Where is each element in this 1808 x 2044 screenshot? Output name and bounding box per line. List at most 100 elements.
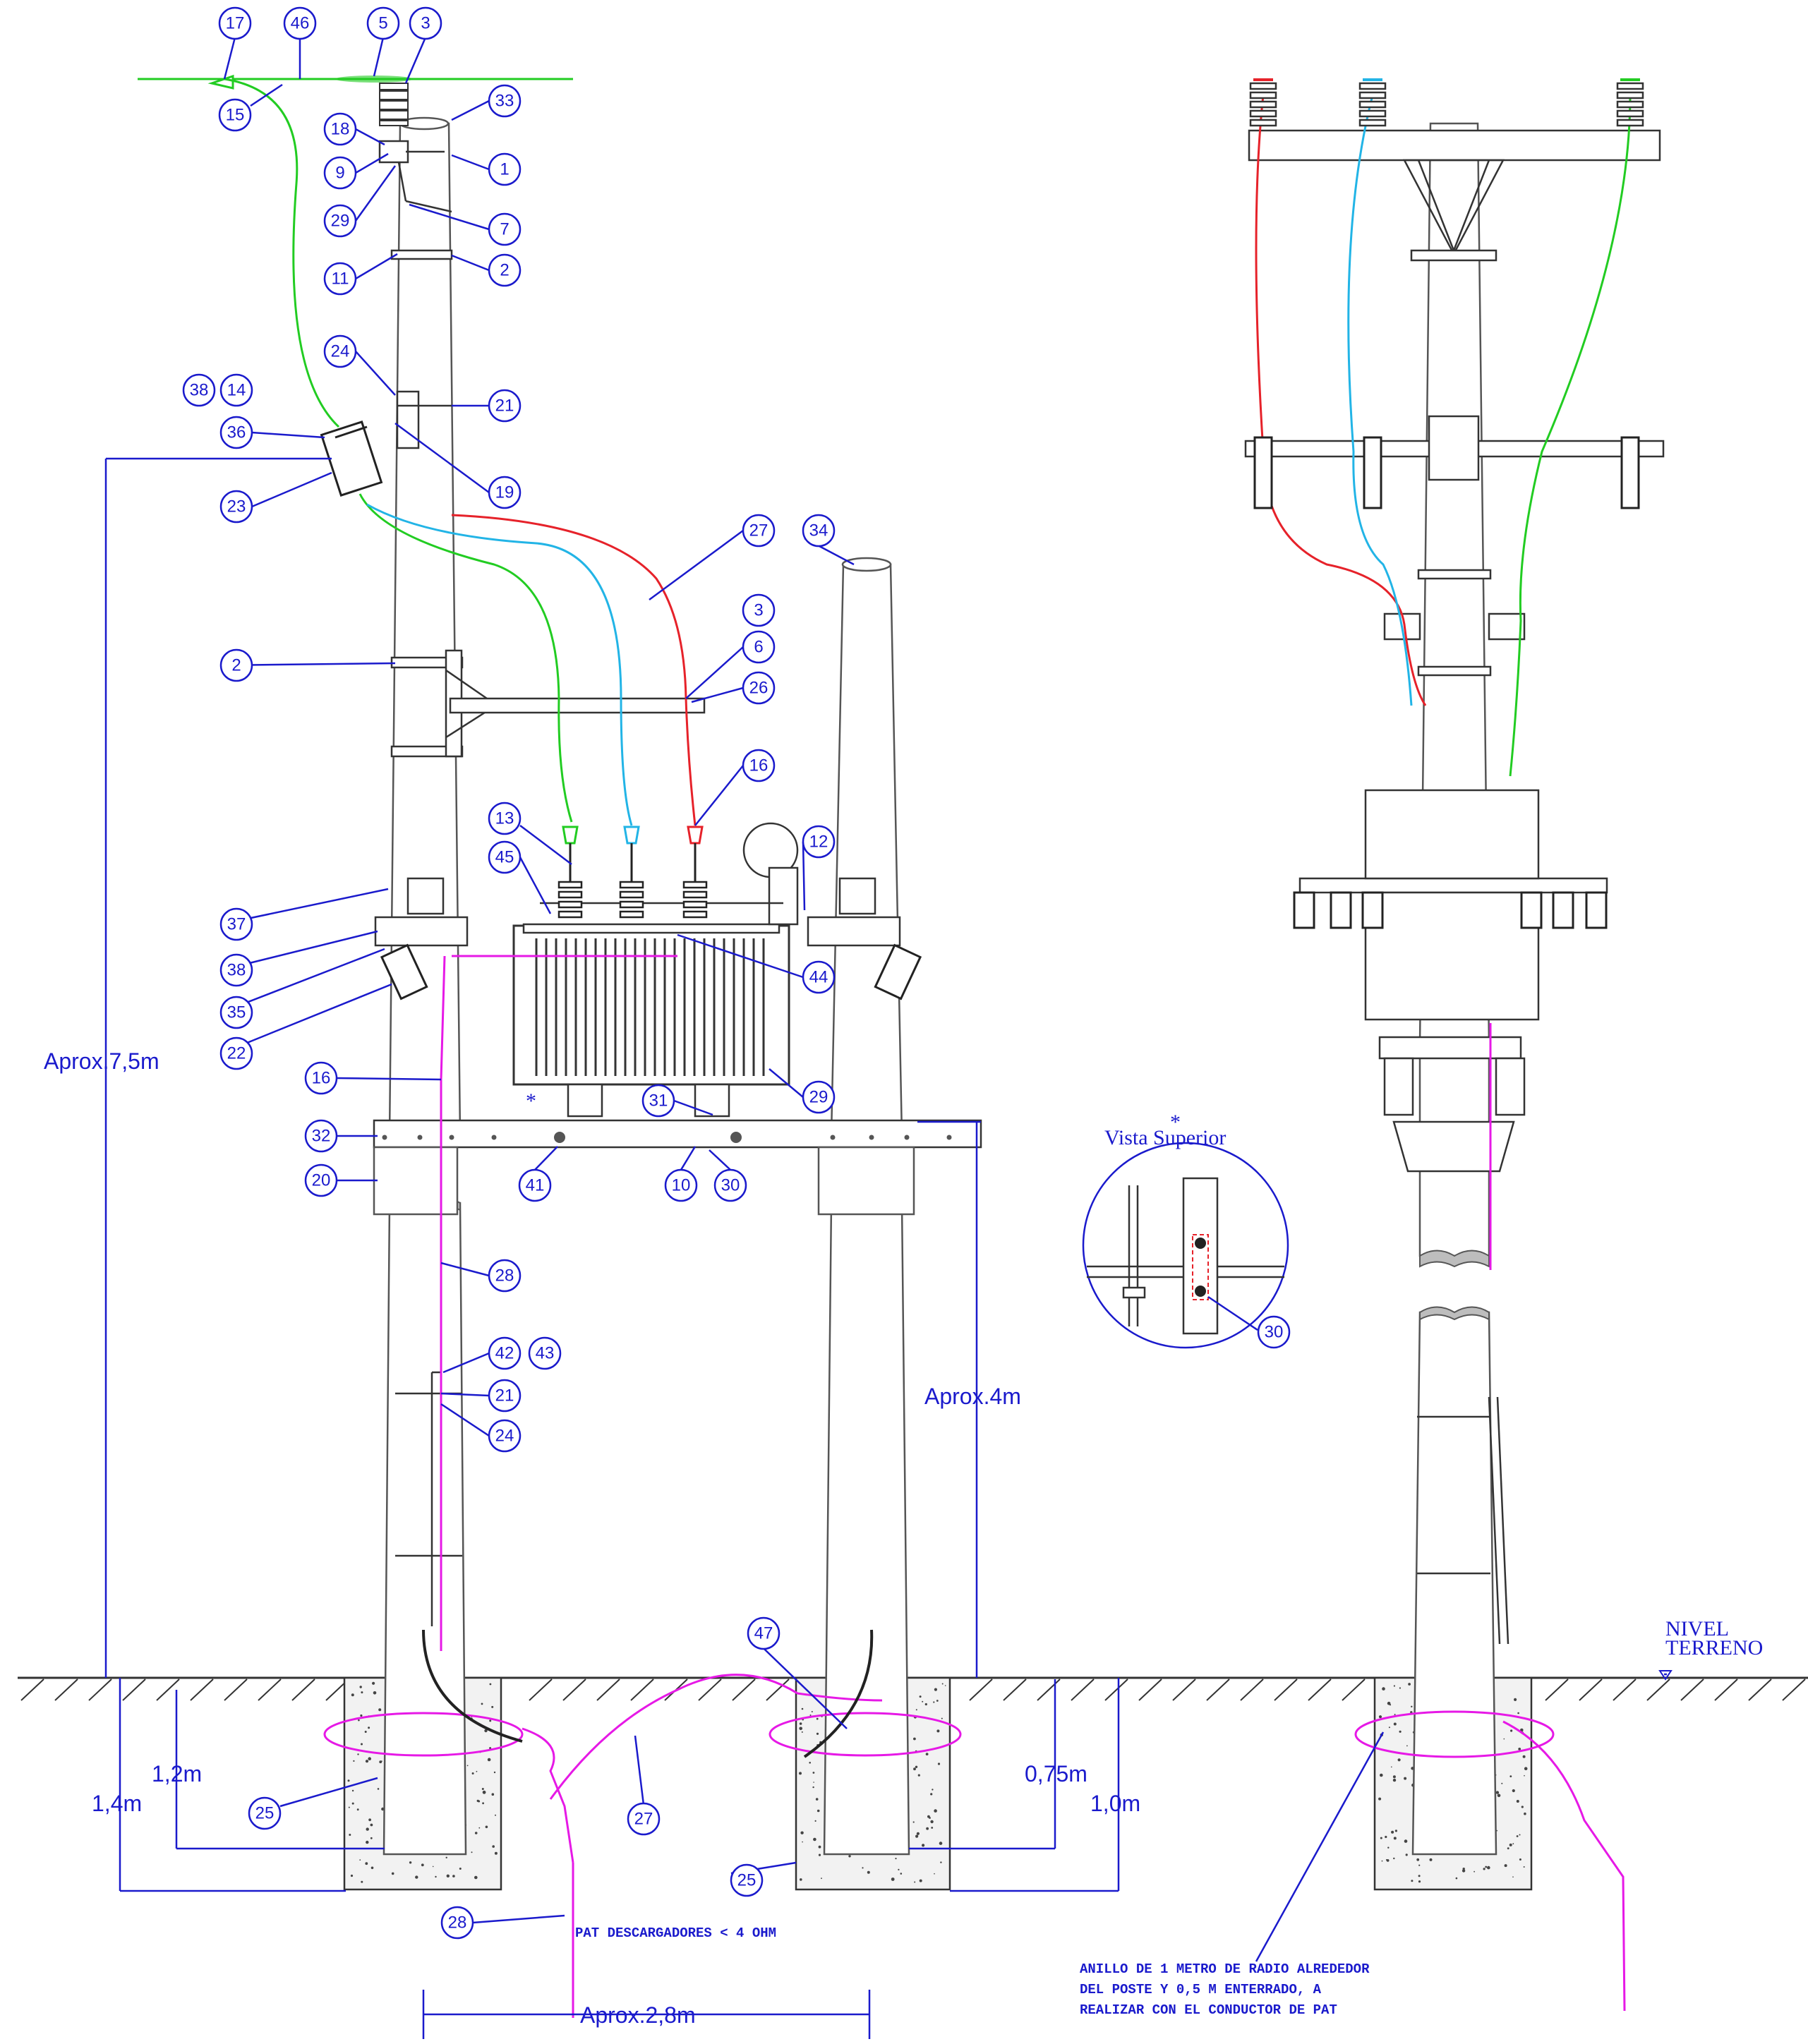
callout-number: 24: [331, 342, 350, 361]
callout-c27a: 27: [742, 514, 776, 548]
callout-number: 29: [809, 1088, 828, 1107]
dim-depth-left-inner: 1,2m: [152, 1761, 202, 1786]
callout-c27b: 27: [627, 1802, 661, 1836]
callout-c6: 6: [742, 630, 776, 664]
callout-c38a: 38: [182, 373, 216, 407]
dim-height-platform: Aprox.4m: [924, 1384, 1021, 1409]
callout-c25a: 25: [248, 1796, 282, 1830]
callout-c33: 33: [488, 84, 522, 118]
callout-number: 42: [495, 1344, 514, 1363]
callout-c25b: 25: [730, 1863, 764, 1897]
callout-c46: 46: [283, 6, 317, 40]
callout-c29a: 29: [323, 204, 357, 238]
callout-c35: 35: [219, 996, 253, 1029]
callout-c42: 42: [488, 1336, 522, 1370]
callout-c22: 22: [219, 1036, 253, 1070]
callout-number: 22: [227, 1044, 246, 1063]
callout-c21a: 21: [488, 389, 522, 423]
callout-c37: 37: [219, 907, 253, 941]
ring-note-line2: DEL POSTE Y 0,5 M ENTERRADO, A: [1080, 1982, 1322, 1997]
callout-number: 7: [500, 220, 509, 239]
callout-number: 12: [809, 833, 828, 852]
callout-c12: 12: [802, 825, 836, 859]
callout-number: 27: [749, 521, 769, 540]
pole-center: [823, 557, 910, 1856]
callout-c28a: 28: [488, 1259, 522, 1293]
callout-number: 34: [809, 521, 828, 540]
callout-number: 47: [754, 1624, 773, 1643]
callout-number: 1: [500, 160, 509, 179]
callout-c30a: 30: [713, 1168, 747, 1202]
callout-number: 36: [227, 423, 246, 442]
callout-number: 44: [809, 968, 828, 987]
top-view-title: Vista Superior: [1104, 1126, 1226, 1149]
hv-bushing: [619, 826, 644, 919]
ring-note-line1: ANILLO DE 1 METRO DE RADIO ALREDEDOR: [1080, 1961, 1370, 1977]
callout-number: 21: [495, 397, 514, 416]
dimension-lines: [104, 457, 1673, 2039]
callout-c10: 10: [664, 1168, 698, 1202]
callout-number: 2: [500, 261, 509, 280]
callout-number: 28: [448, 1913, 467, 1933]
callout-number: 16: [312, 1069, 331, 1088]
callout-number: 30: [721, 1176, 740, 1195]
callout-number: 14: [227, 381, 246, 400]
callout-number: 37: [227, 915, 246, 934]
dim-depth-right-inner: 0,75m: [1025, 1761, 1087, 1786]
callout-c1: 1: [488, 152, 522, 186]
callout-number: 13: [495, 809, 514, 828]
callout-c11: 11: [323, 262, 357, 296]
callout-c29b: 29: [802, 1080, 836, 1114]
transformer: [512, 822, 799, 1118]
callout-c41: 41: [518, 1168, 552, 1202]
callout-number: 41: [526, 1176, 545, 1195]
pin-insulator: [1616, 78, 1644, 509]
callout-c18: 18: [323, 112, 357, 146]
callout-number: 33: [495, 92, 514, 111]
ring-note-line3: REALIZAR CON EL CONDUCTOR DE PAT: [1080, 2002, 1337, 2018]
callout-number: 3: [421, 14, 430, 33]
pin-insulator: [1358, 78, 1387, 509]
callout-number: 46: [291, 14, 310, 33]
callout-c31: 31: [641, 1084, 675, 1118]
callout-c7: 7: [488, 212, 522, 246]
callout-c19: 19: [488, 476, 522, 509]
callout-c17a: 17: [218, 6, 252, 40]
callout-c16b: 16: [304, 1061, 338, 1095]
callout-c15: 15: [218, 98, 252, 132]
dim-depth-right-outer: 1,0m: [1090, 1791, 1140, 1816]
callout-number: 24: [495, 1427, 514, 1446]
callout-c28b: 28: [440, 1906, 474, 1940]
callout-c14: 14: [219, 373, 253, 407]
callout-number: 16: [749, 756, 769, 775]
callout-c38b: 38: [219, 953, 253, 987]
callout-c26: 26: [742, 671, 776, 705]
hv-bushing: [558, 826, 583, 919]
callout-number: 28: [495, 1266, 514, 1286]
callout-c3b: 3: [742, 593, 776, 627]
callout-number: 11: [332, 270, 349, 289]
callout-number: 2: [231, 656, 241, 675]
callout-number: 3: [754, 601, 763, 620]
cutout-fuse: [320, 421, 383, 497]
callout-c32: 32: [304, 1119, 338, 1153]
callout-c21b: 21: [488, 1379, 522, 1413]
hv-bushing: [682, 826, 708, 919]
callout-number: 31: [649, 1091, 668, 1111]
callout-number: 25: [737, 1871, 757, 1890]
callout-c36: 36: [219, 416, 253, 449]
callout-number: 23: [227, 497, 246, 516]
pat-note: PAT DESCARGADORES < 4 OHM: [575, 1925, 776, 1941]
callout-number: 9: [335, 164, 344, 183]
callout-number: 30: [1265, 1323, 1284, 1342]
callout-number: 32: [312, 1127, 331, 1146]
star-marker: *: [526, 1089, 536, 1113]
ground-label-line2: TERRENO: [1665, 1636, 1763, 1659]
callout-number: 38: [227, 961, 246, 980]
callout-c5: 5: [366, 6, 400, 40]
callout-c2b: 2: [219, 648, 253, 682]
callout-c13: 13: [488, 802, 522, 835]
callout-number: 5: [378, 14, 387, 33]
